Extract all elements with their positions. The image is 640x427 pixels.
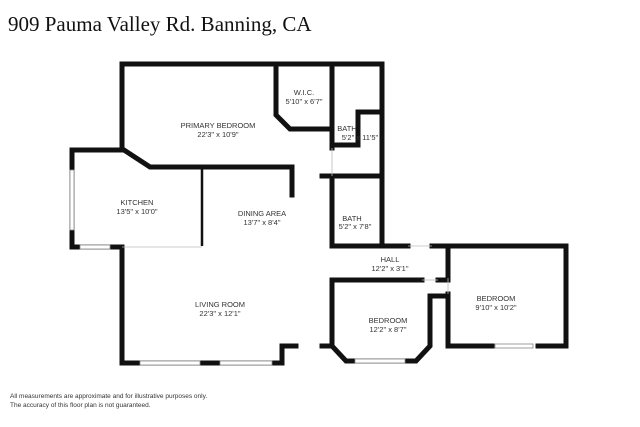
room-label-primary-bedroom: PRIMARY BEDROOM [181,121,256,130]
room-label-wic: W.I.C. [294,88,314,97]
room-label-bedroom-east: BEDROOM [477,294,516,303]
disclaimer: All measurements are approximate and for… [10,393,207,410]
window-kitchen-south [79,244,111,250]
room-label-living-room: LIVING ROOM [195,300,245,309]
room-dims-dining-area: 13'7" x 8'4" [244,218,281,227]
door-openings [122,148,449,294]
room-dims-kitchen: 13'5" x 10'0" [116,207,157,216]
room-dims-bath-hall: 5'2" x 7'8" [339,222,372,231]
windows [69,169,534,366]
room-dims-wic: 5'10" x 6'7" [286,97,323,106]
room-dims-hall: 12'2" x 3'1" [372,264,409,273]
room-dims-bath-primary: 5'2" x 11'5" [342,133,379,142]
wall-bath-south [329,109,385,148]
room-label-kitchen: KITCHEN [121,198,154,207]
room-label-dining-area: DINING AREA [238,209,286,218]
wall-wic [273,65,335,132]
wall-hall-north [429,243,569,349]
page-title: 909 Pauma Valley Rd. Banning, CA [8,12,312,36]
disclaimer-line-2: The accuracy of this floor plan is not g… [10,401,151,409]
window-bedroom2-south [494,343,534,349]
room-label-bath-primary: BATH [337,124,356,133]
wall-living-south [119,343,299,366]
window-living-south-2 [219,360,273,366]
window-bedroom1-bay [354,358,406,364]
room-labels: PRIMARY BEDROOM 22'3" x 10'9" W.I.C. 5'1… [116,88,516,334]
wall-north [119,61,385,249]
wall-kitchen-south [69,244,125,271]
room-label-hall: HALL [381,255,400,264]
room-dims-bedroom-east: 9'10" x 10'2" [475,303,516,312]
disclaimer-line-1: All measurements are approximate and for… [10,393,208,400]
window-kitchen-west [69,169,75,231]
room-dims-living-room: 22'3" x 12'1" [199,309,240,318]
room-label-bath-hall: BATH [342,214,361,223]
room-dims-primary-bedroom: 22'3" x 10'9" [197,130,238,139]
room-dims-bedroom-south: 12'2" x 8'7" [370,325,407,334]
window-living-south-1 [139,360,201,366]
walls [69,61,569,366]
room-label-bedroom-south: BEDROOM [369,316,408,325]
wall-kitchen-north [69,147,295,198]
